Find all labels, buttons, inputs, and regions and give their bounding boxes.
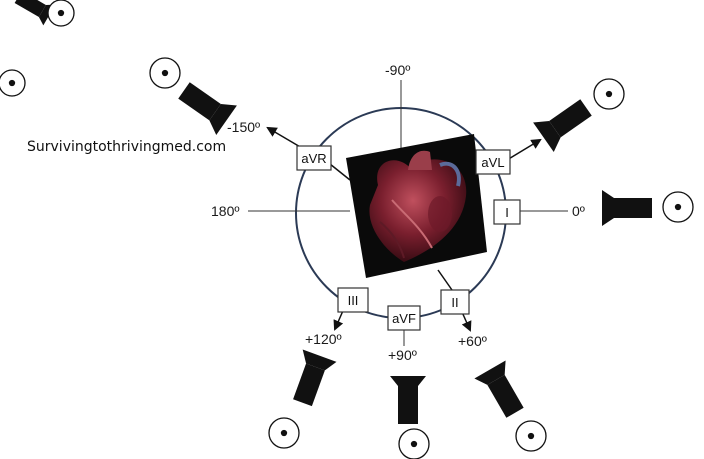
angle-minus90: -90º: [385, 62, 410, 78]
heart-icon: [369, 150, 467, 262]
lead-box-avl: aVL: [475, 149, 511, 175]
angle-plus90: +90º: [388, 347, 417, 363]
angle-0: 0º: [572, 203, 585, 219]
lead-label-iii: III: [348, 293, 359, 308]
angle-plus120: +120º: [305, 331, 342, 347]
axis-lines: [248, 80, 568, 346]
camera-icon: [178, 82, 237, 135]
ii-connector: [437, 269, 453, 291]
lead-box-iii: III: [337, 287, 369, 313]
angle-minus150: -150º: [227, 119, 260, 135]
watermark-text: Survivingtothrivingmed.com: [27, 139, 227, 155]
eye-icon: [515, 420, 547, 452]
lead-label-i: I: [505, 205, 509, 220]
camera-icon: [293, 349, 337, 407]
lead-box-ii: II: [440, 289, 470, 315]
eye-icon: [268, 417, 300, 449]
eye-icon: [47, 0, 75, 27]
lead-box-i: I: [493, 199, 521, 225]
camera-icon: [390, 376, 426, 424]
camera-icon: [533, 99, 592, 152]
heart-image: [346, 134, 487, 278]
eye-icon: [398, 428, 430, 459]
lead-label-avf: aVF: [392, 311, 416, 326]
lead-label-avl: aVL: [481, 155, 504, 170]
avr-connector: [329, 163, 351, 181]
lead-box-avr: aVR: [296, 145, 332, 171]
eye-icon: [662, 191, 694, 223]
arrow-ii: [461, 311, 472, 332]
eye-icon: [0, 69, 26, 97]
angle-180: 180º: [211, 203, 239, 219]
eye-icon: [593, 78, 625, 110]
cameras: [14, 0, 652, 424]
angle-plus60: +60º: [458, 333, 487, 349]
lead-label-avr: aVR: [301, 151, 326, 166]
arrow-avr: [266, 126, 303, 149]
eye-icon: [149, 57, 181, 89]
arrow-avl: [506, 138, 542, 161]
camera-icon: [602, 190, 652, 226]
lead-box-avf: aVF: [387, 305, 421, 331]
lead-boxes: aVR aVL I III aVF II: [296, 145, 521, 331]
camera-icon: [474, 360, 524, 418]
angle-labels: -90º -150º 180º 0º +120º +90º +60º: [211, 62, 585, 363]
lead-label-ii: II: [451, 295, 458, 310]
